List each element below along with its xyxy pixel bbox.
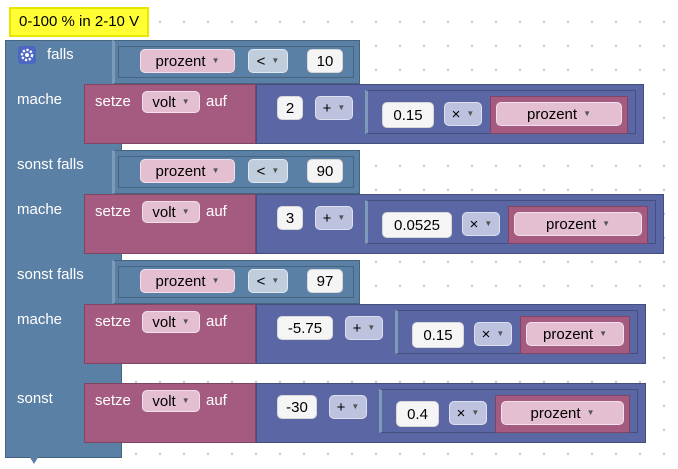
- variable-prozent-dropdown[interactable]: prozent ▼: [514, 212, 642, 236]
- multiply-operator-dropdown[interactable]: ×▼: [474, 322, 512, 346]
- add-operator-dropdown[interactable]: +▼: [345, 316, 383, 340]
- compare-operator-dropdown-text: <: [256, 162, 266, 180]
- set-label: setze: [95, 93, 131, 110]
- caret-down-icon: ▼: [211, 166, 220, 175]
- caret-down-icon: ▼: [271, 166, 280, 175]
- number-field[interactable]: 0.15: [412, 322, 464, 348]
- number-field[interactable]: 97: [307, 269, 343, 293]
- variable-volt-dropdown-text: volt: [152, 93, 176, 111]
- caret-down-icon: ▼: [496, 329, 505, 338]
- caret-down-icon: ▼: [211, 56, 220, 65]
- to-label: auf: [206, 93, 227, 110]
- do-label: mache: [17, 311, 63, 328]
- multiply-operator-dropdown-text: ×: [481, 325, 491, 343]
- variable-prozent-dropdown-text: prozent: [530, 404, 581, 422]
- variable-prozent-dropdown-text: prozent: [155, 52, 206, 70]
- add-operator-dropdown[interactable]: +▼: [329, 395, 367, 419]
- caret-down-icon: ▼: [181, 317, 190, 326]
- variable-prozent-dropdown-text: prozent: [155, 162, 206, 180]
- compare-operator-dropdown[interactable]: <▼: [248, 269, 288, 293]
- variable-prozent-dropdown[interactable]: prozent ▼: [140, 159, 235, 183]
- compare-operator-dropdown[interactable]: <▼: [248, 159, 288, 183]
- do-label: mache: [17, 91, 63, 108]
- variable-volt-dropdown[interactable]: volt ▼: [142, 311, 200, 333]
- caret-down-icon: ▼: [599, 329, 607, 338]
- variable-volt-dropdown[interactable]: volt ▼: [142, 91, 200, 113]
- else-if-label: sonst falls: [17, 156, 84, 173]
- variable-prozent-dropdown[interactable]: prozent ▼: [496, 102, 622, 126]
- caret-down-icon: ▼: [337, 213, 346, 222]
- variable-volt-dropdown-text: volt: [152, 392, 176, 410]
- add-operator-dropdown-text: +: [336, 398, 346, 416]
- number-field[interactable]: 3: [277, 206, 303, 230]
- else-label: sonst: [17, 390, 53, 407]
- caret-down-icon: ▼: [586, 408, 595, 417]
- number-field[interactable]: 10: [307, 49, 343, 73]
- caret-down-icon: ▼: [602, 219, 610, 228]
- caret-down-icon: ▼: [367, 323, 376, 332]
- variable-prozent-dropdown[interactable]: prozent ▼: [501, 401, 624, 425]
- variable-prozent-dropdown-text: prozent: [546, 215, 597, 233]
- variable-prozent-dropdown[interactable]: prozent ▼: [140, 49, 235, 73]
- caret-down-icon: ▼: [351, 402, 360, 411]
- number-field[interactable]: 90: [307, 159, 343, 183]
- caret-down-icon: ▼: [181, 396, 190, 405]
- variable-volt-dropdown[interactable]: volt ▼: [142, 201, 200, 223]
- add-operator-dropdown-text: +: [322, 209, 332, 227]
- caret-down-icon: ▼: [181, 97, 190, 106]
- compare-operator-dropdown-text: <: [256, 272, 266, 290]
- to-label: auf: [206, 203, 227, 220]
- variable-volt-dropdown[interactable]: volt ▼: [142, 390, 200, 412]
- variable-volt-dropdown-text: volt: [152, 313, 176, 331]
- set-label: setze: [95, 313, 131, 330]
- variable-prozent-dropdown-text: prozent: [543, 325, 594, 343]
- variable-volt-dropdown-text: volt: [152, 203, 176, 221]
- compare-operator-dropdown-text: <: [256, 52, 266, 70]
- caret-down-icon: ▼: [466, 109, 475, 118]
- compare-operator-dropdown[interactable]: <▼: [248, 49, 288, 73]
- multiply-operator-dropdown-text: ×: [456, 404, 466, 422]
- caret-down-icon: ▼: [484, 219, 493, 228]
- variable-prozent-dropdown[interactable]: prozent ▼: [526, 322, 624, 346]
- multiply-operator-dropdown-text: ×: [469, 215, 479, 233]
- do-label: mache: [17, 201, 63, 218]
- number-field[interactable]: -5.75: [277, 316, 333, 340]
- multiply-operator-dropdown[interactable]: ×▼: [462, 212, 500, 236]
- add-operator-dropdown-text: +: [322, 99, 332, 117]
- add-operator-dropdown[interactable]: +▼: [315, 206, 353, 230]
- caret-down-icon: ▼: [271, 56, 280, 65]
- number-field[interactable]: 2: [277, 96, 303, 120]
- add-operator-dropdown-text: +: [352, 319, 362, 337]
- gear-icon[interactable]: [17, 45, 37, 65]
- set-label: setze: [95, 203, 131, 220]
- caret-down-icon: ▼: [337, 103, 346, 112]
- multiply-operator-dropdown-text: ×: [451, 105, 461, 123]
- if-label: falls: [47, 46, 74, 63]
- number-field[interactable]: 0.0525: [382, 212, 452, 238]
- multiply-operator-dropdown[interactable]: ×▼: [449, 401, 487, 425]
- caret-down-icon: ▼: [583, 109, 591, 118]
- block-comment[interactable]: 0-100 % in 2-10 V: [9, 7, 150, 37]
- caret-down-icon: ▼: [211, 276, 220, 285]
- number-field[interactable]: -30: [277, 395, 317, 419]
- to-label: auf: [206, 392, 227, 409]
- add-operator-dropdown[interactable]: +▼: [315, 96, 353, 120]
- caret-down-icon: ▼: [181, 207, 190, 216]
- caret-down-icon: ▼: [271, 276, 280, 285]
- else-if-label: sonst falls: [17, 266, 84, 283]
- set-label: setze: [95, 392, 131, 409]
- variable-prozent-dropdown[interactable]: prozent ▼: [140, 269, 235, 293]
- variable-prozent-dropdown-text: prozent: [527, 105, 578, 123]
- to-label: auf: [206, 313, 227, 330]
- multiply-operator-dropdown[interactable]: ×▼: [444, 102, 482, 126]
- number-field[interactable]: 0.15: [382, 102, 434, 128]
- caret-down-icon: ▼: [471, 408, 480, 417]
- variable-prozent-dropdown-text: prozent: [155, 272, 206, 290]
- number-field[interactable]: 0.4: [396, 401, 439, 427]
